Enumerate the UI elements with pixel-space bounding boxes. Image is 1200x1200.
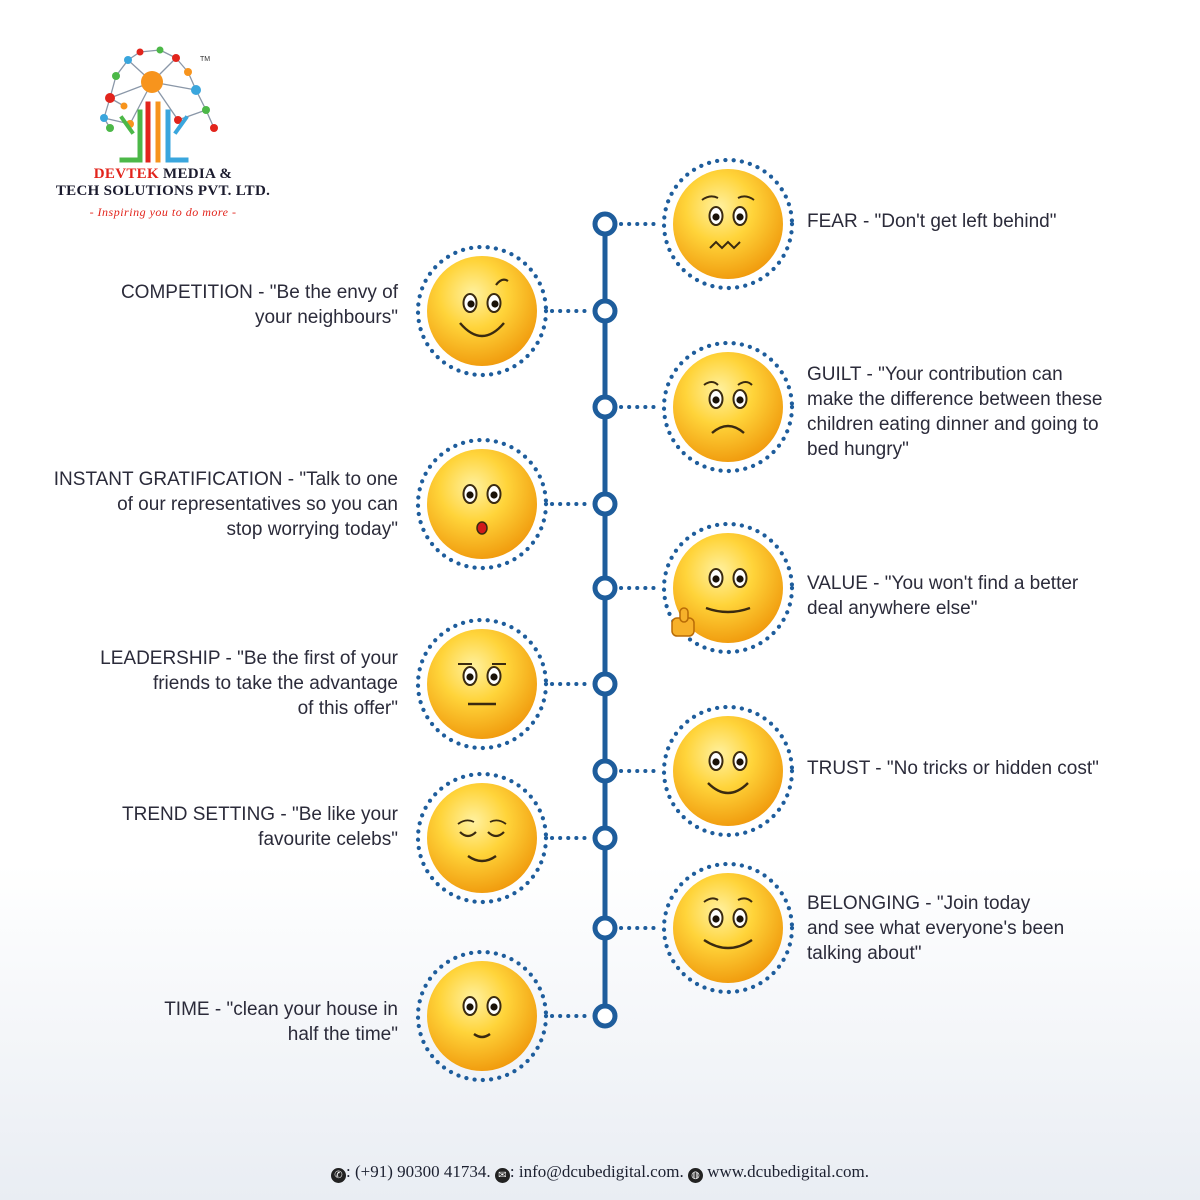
label-fear: FEAR - "Don't get left behind" [807, 209, 1137, 234]
label-line: favourite celebs" [258, 829, 398, 850]
brand-name-line2: TECH SOLUTIONS PVT. LTD. [55, 183, 271, 199]
label-time: TIME - "clean your house in half the time… [18, 997, 398, 1047]
label-line: TIME - "clean your house in [164, 999, 398, 1020]
content-face-icon [415, 771, 549, 905]
label-trend-setting: TREND SETTING - "Be like your favourite c… [18, 802, 398, 852]
brand-name: DEVTEK MEDIA & TECH SOLUTIONS PVT. LTD. [40, 166, 286, 200]
smile-face-icon [661, 704, 795, 838]
timeline-node [592, 825, 618, 851]
neutral-face-icon [415, 617, 549, 751]
label-line: COMPETITION - "Be the envy of [120, 282, 398, 303]
label-line: talking about" [807, 943, 922, 964]
label-line: children eating dinner and going to [807, 414, 1099, 435]
label-line: of this offer" [297, 698, 398, 719]
label-trust: TRUST - "No tricks or hidden cost" [807, 756, 1137, 781]
brand-tagline: - Inspiring you to do more - [89, 205, 237, 219]
whatsapp-icon: ✆ [331, 1168, 346, 1183]
label-guilt: GUILT - "Your contribution can make the d… [807, 362, 1137, 462]
label-line: VALUE - "You won't find a better [807, 573, 1079, 594]
label-line: of our representatives so you can [117, 494, 398, 515]
thumbs-up-icon [671, 607, 695, 637]
label-line: deal anywhere else" [807, 598, 978, 619]
contact-footer: ✆: (+91) 90300 41734. ✉: info@dcubedigit… [0, 1162, 1200, 1183]
label-competition: COMPETITION - "Be the envy of your neighb… [18, 280, 398, 330]
sad-face-icon [661, 340, 795, 474]
globe-icon: ◍ [687, 1168, 703, 1183]
label-line: friends to take the advantage [152, 673, 398, 694]
label-belonging: BELONGING - "Join today and see what ever… [807, 891, 1137, 966]
label-value: VALUE - "You won't find a better deal any… [807, 571, 1137, 621]
surprised-face-icon [415, 437, 549, 571]
small-smile-face-icon [415, 949, 549, 1083]
brand-name-rest: MEDIA & [158, 166, 233, 182]
brand-logo [100, 46, 218, 163]
timeline-node [592, 211, 618, 237]
footer-website[interactable]: www.dcubedigital.com. [707, 1162, 869, 1181]
label-line: FEAR - "Don't get left behind" [807, 211, 1057, 232]
label-line: TREND SETTING - "Be like your [122, 804, 398, 825]
timeline-node [592, 394, 618, 420]
grin-face-icon [661, 861, 795, 995]
timeline-node [592, 1003, 618, 1029]
timeline-node [592, 575, 618, 601]
label-line: your neighbours" [254, 307, 398, 328]
timeline-node [592, 758, 618, 784]
footer-phone: : (+91) 90300 41734. [346, 1162, 491, 1181]
timeline-node [592, 915, 618, 941]
trademark-mark: TM [200, 56, 211, 63]
timeline-node [592, 671, 618, 697]
brand-name-red: DEVTEK [93, 166, 159, 182]
label-line: BELONGING - "Join today [807, 893, 1031, 914]
label-line: LEADERSHIP - "Be the first of your [100, 648, 398, 669]
email-icon: ✉ [494, 1168, 510, 1183]
footer-email: : info@dcubedigital.com. [509, 1162, 684, 1181]
timeline-node [592, 491, 618, 517]
label-line: INSTANT GRATIFICATION - "Talk to one [53, 469, 398, 490]
label-line: TRUST - "No tricks or hidden cost" [807, 758, 1099, 779]
label-leadership: LEADERSHIP - "Be the first of your friend… [18, 646, 398, 721]
fear-face-icon [661, 157, 795, 291]
label-line: bed hungry" [807, 439, 909, 460]
label-line: stop worrying today" [226, 519, 399, 540]
label-instant-gratification: INSTANT GRATIFICATION - "Talk to one of o… [18, 467, 398, 542]
label-line: half the time" [287, 1024, 398, 1045]
wink-face-icon [415, 244, 549, 378]
label-line: make the difference between these [807, 389, 1103, 410]
label-line: GUILT - "Your contribution can [807, 364, 1063, 385]
label-line: and see what everyone's been [807, 918, 1065, 939]
thumbs-up-face-icon [661, 521, 795, 655]
timeline-node [592, 298, 618, 324]
